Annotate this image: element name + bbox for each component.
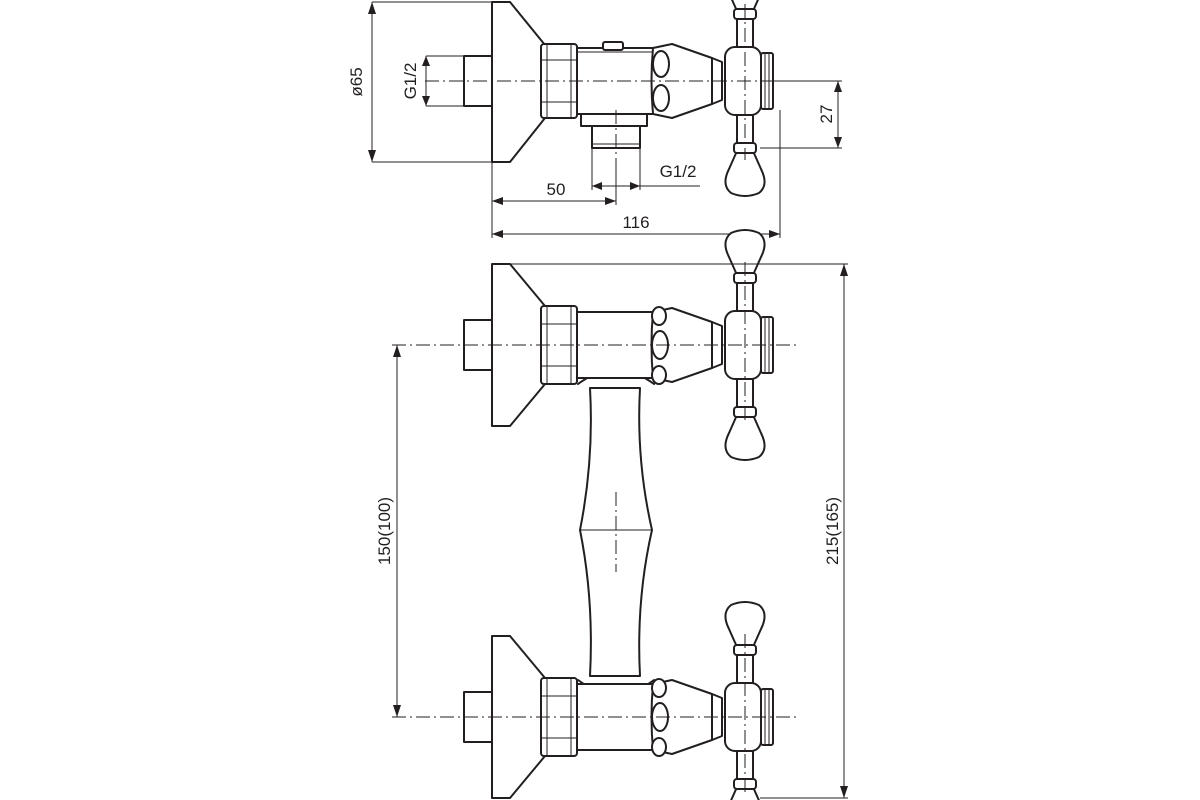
dim-total-height: 215(165) bbox=[823, 497, 842, 565]
connecting-stem bbox=[579, 387, 653, 677]
top-view bbox=[425, 0, 800, 197]
valve-body bbox=[576, 47, 654, 115]
front-view bbox=[392, 229, 800, 800]
dim-diameter: ø65 bbox=[347, 67, 366, 96]
front-view-dimensions: 150(100) 215(165) bbox=[375, 263, 848, 799]
dim-total-depth: 116 bbox=[622, 213, 649, 232]
upper-valve bbox=[392, 229, 800, 461]
cross-handle-top bbox=[724, 0, 774, 197]
dim-outlet-thread: G1/2 bbox=[660, 162, 697, 181]
outlet-block bbox=[580, 113, 648, 127]
dim-height: 27 bbox=[817, 105, 836, 124]
lower-cross-handle bbox=[724, 601, 774, 800]
dim-inlet-thread: G1/2 bbox=[401, 63, 420, 100]
dim-centers: 150(100) bbox=[375, 497, 394, 565]
wall-flange bbox=[491, 1, 546, 163]
dim-outlet-offset: 50 bbox=[547, 180, 566, 199]
lower-valve bbox=[392, 601, 800, 800]
